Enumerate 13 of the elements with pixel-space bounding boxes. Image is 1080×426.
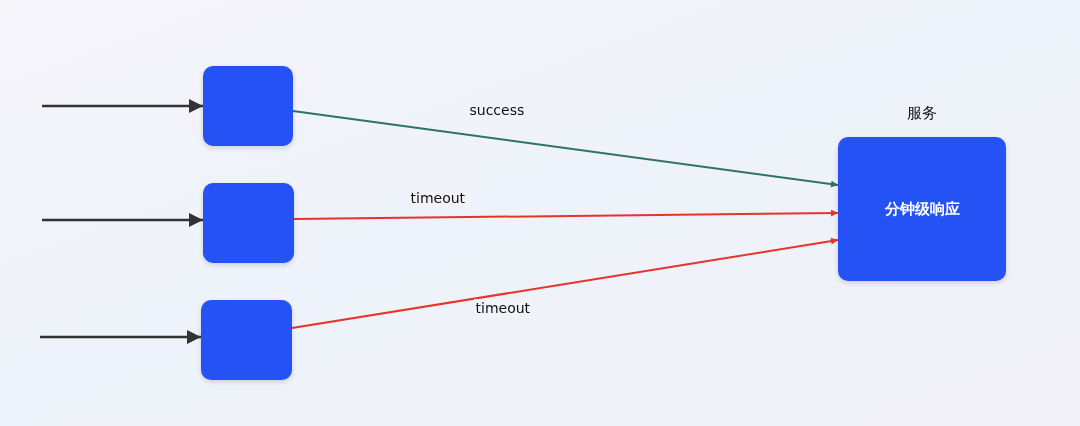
process-box: 分钟级响应 — [838, 137, 1006, 281]
process-box — [203, 66, 293, 146]
arrow — [42, 99, 203, 113]
box-heading: 服务 — [906, 103, 938, 123]
edge-label: timeout — [473, 299, 533, 317]
arrow — [40, 330, 201, 344]
arrow — [293, 209, 839, 220]
arrow — [42, 213, 203, 227]
process-box — [201, 300, 292, 380]
edge-label: timeout — [408, 189, 468, 207]
process-box — [203, 183, 294, 263]
arrow — [291, 237, 839, 329]
arrow — [292, 110, 839, 188]
